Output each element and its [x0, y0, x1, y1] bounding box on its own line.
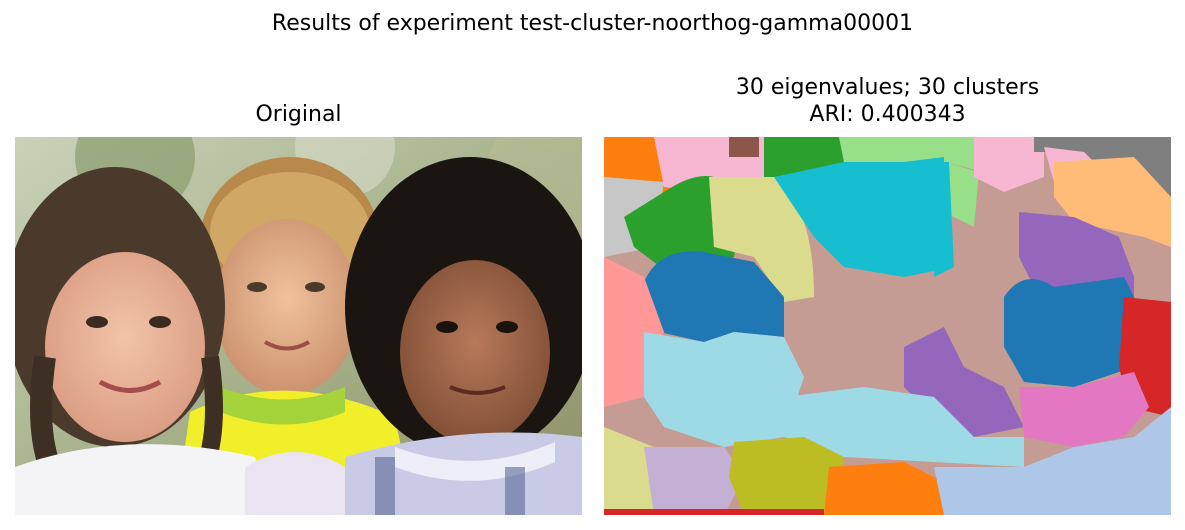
segmentation-panel-title: 30 eigenvalues; 30 clusters ARI: 0.40034… [604, 74, 1171, 128]
figure-suptitle: Results of experiment test-cluster-noort… [271, 11, 914, 36]
original-image [15, 137, 582, 515]
segmentation-title-line2: ARI: 0.400343 [809, 102, 966, 127]
segmentation-image [604, 137, 1171, 515]
original-photo [15, 137, 582, 515]
original-panel-title: Original [255, 102, 342, 127]
segmentation-map [604, 137, 1171, 515]
segmentation-title-line1: 30 eigenvalues; 30 clusters [735, 75, 1040, 100]
